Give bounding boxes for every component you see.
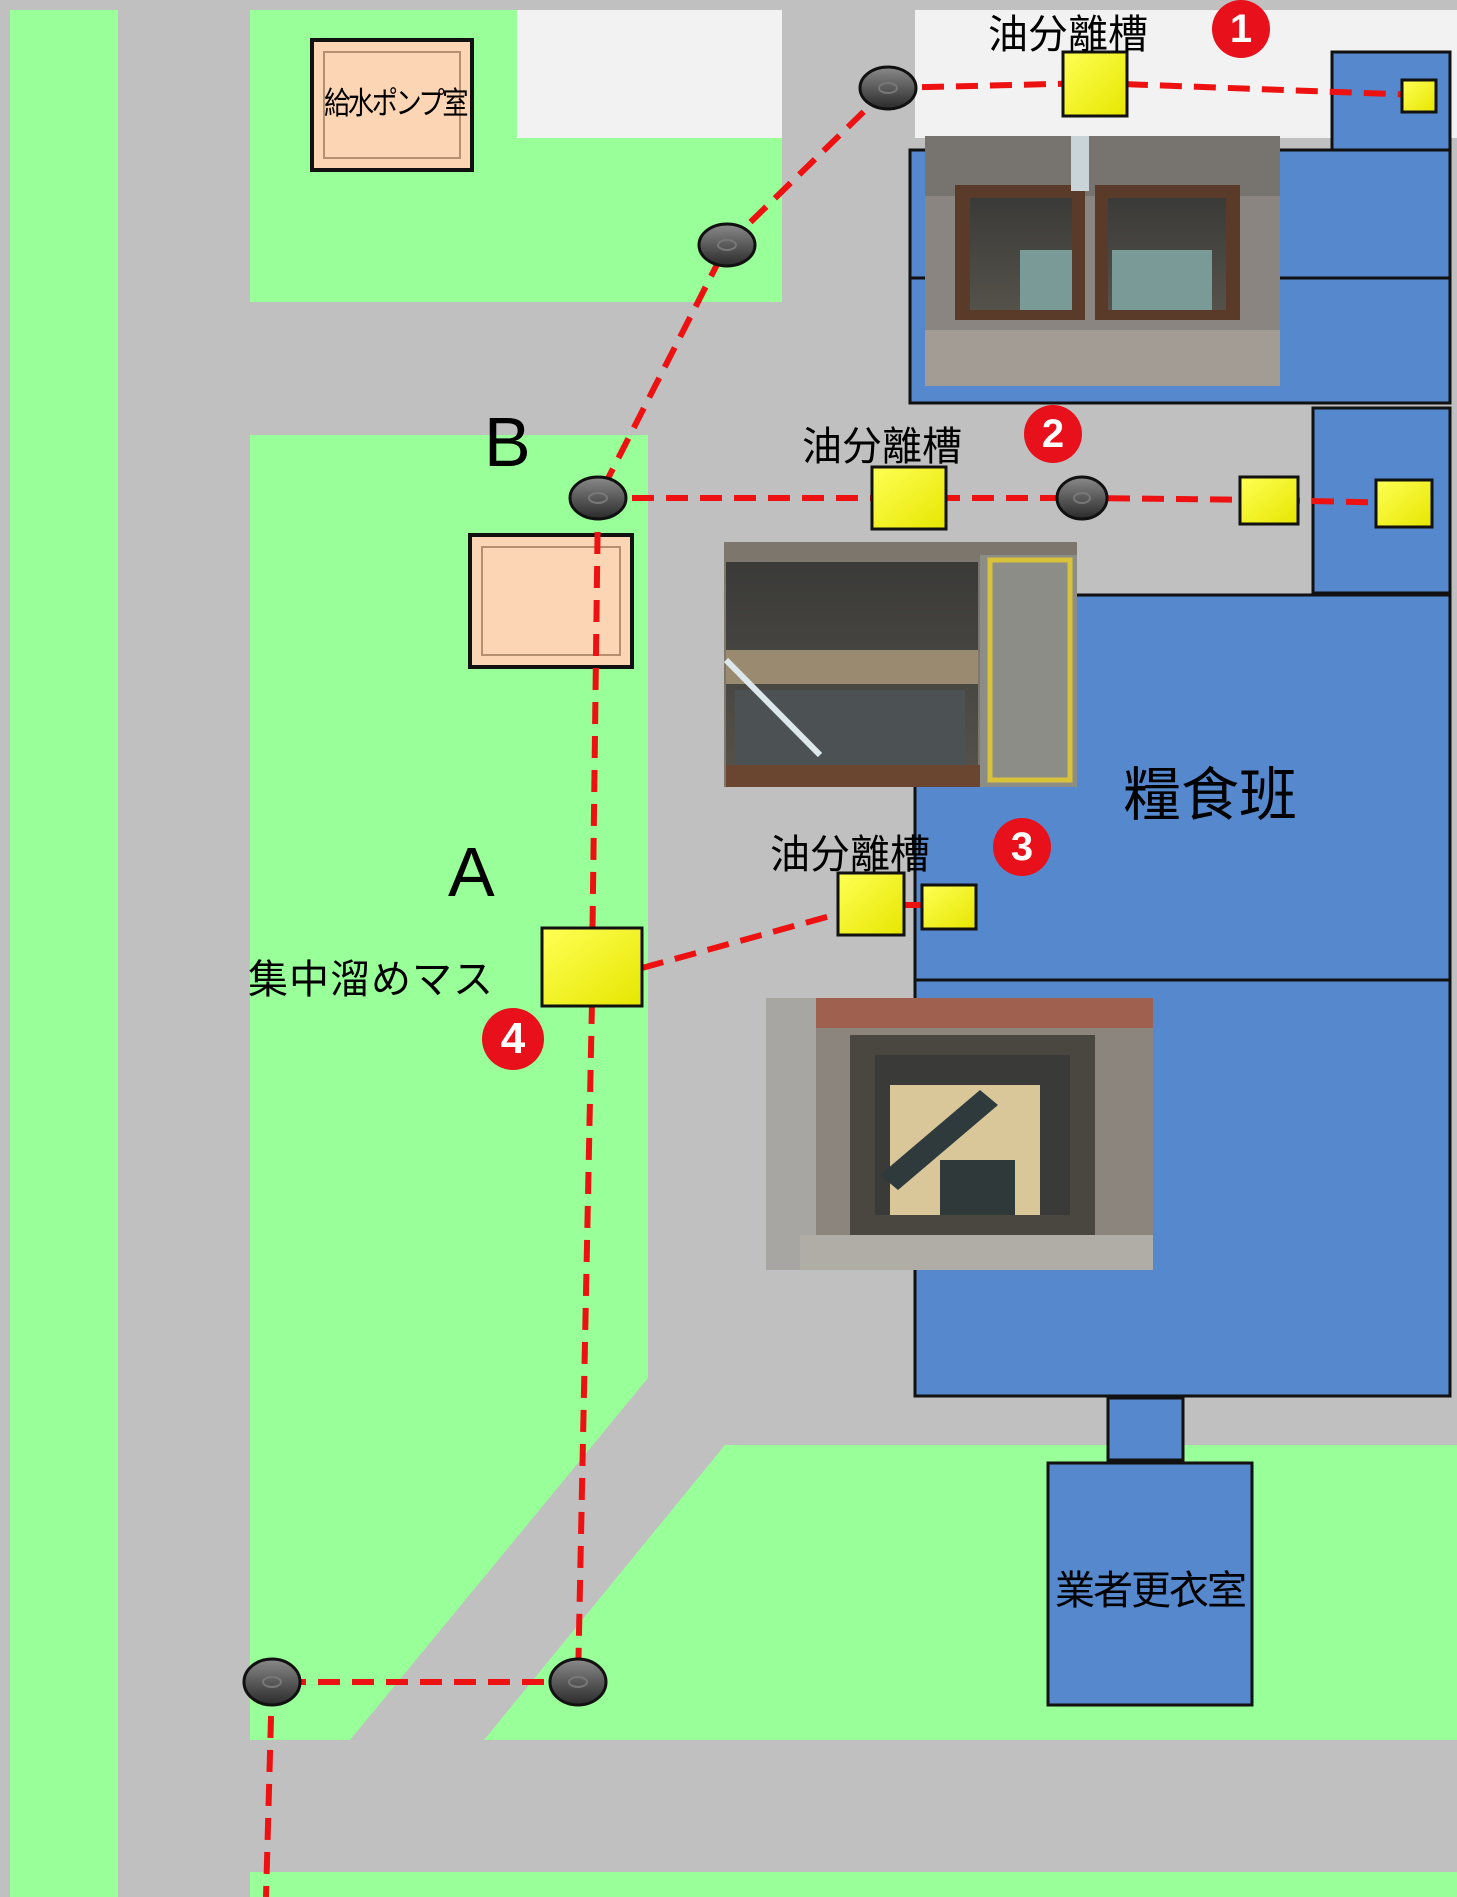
oil-separator-1-label: 油分離槽 xyxy=(988,12,1148,58)
manhole-b xyxy=(568,475,628,521)
oil-separator-3-basin xyxy=(836,871,906,937)
oil-separator-2-photo xyxy=(723,542,1077,787)
small-basin xyxy=(1400,78,1438,114)
oil-separator-2-label: 油分離槽 xyxy=(802,424,962,470)
grass-areas xyxy=(10,10,1457,1897)
equipment-box xyxy=(468,533,634,669)
oil-separator-1-photo xyxy=(925,136,1280,386)
pipe-line-outlet xyxy=(263,1681,275,1897)
locker-room-building xyxy=(1046,1461,1254,1707)
small-basin xyxy=(1374,478,1434,529)
collection-basin xyxy=(540,926,644,1008)
oil-separator-1-number-badge: 1 xyxy=(1212,0,1270,58)
catch-basins xyxy=(540,50,1438,1008)
collection-basin-label: 集中溜めマス xyxy=(248,957,494,1003)
pump-room-label: 給水ポンプ室 xyxy=(324,86,469,122)
oil-separator-3-number-badge: 3 xyxy=(993,818,1051,876)
manhole xyxy=(548,1657,608,1707)
locker-room-label: 業者更衣室 xyxy=(1055,1568,1247,1614)
oil-separator-2-number-badge: 2 xyxy=(1024,405,1082,463)
manhole xyxy=(1055,475,1109,521)
collection-basin-number-badge: 4 xyxy=(482,1008,544,1070)
point-a-label: A xyxy=(448,833,495,911)
small-basin xyxy=(920,883,978,931)
manhole xyxy=(858,65,918,111)
oil-separator-1-basin xyxy=(1061,50,1129,118)
manholes xyxy=(242,65,1109,1707)
grass-strip-bottom xyxy=(250,1872,1457,1897)
small-basin xyxy=(1238,475,1300,526)
pump-room xyxy=(310,38,474,172)
paved-white-area xyxy=(517,10,782,138)
pipe-line-3 xyxy=(641,902,958,971)
oil-separator-3-photo xyxy=(766,998,1153,1270)
pipe-line-main-lower xyxy=(575,1001,595,1683)
manhole xyxy=(697,222,757,268)
kitchen-building-label: 糧食班 xyxy=(1122,761,1297,829)
oil-separator-3-label: 油分離槽 xyxy=(770,832,930,878)
grass-block-middle xyxy=(250,435,648,1740)
pipe-line-main xyxy=(589,497,601,969)
locker-room-link xyxy=(1106,1396,1185,1462)
grass-strip-left xyxy=(10,10,118,1897)
oil-separator-2-basin xyxy=(870,465,948,531)
point-b-label: B xyxy=(484,403,531,481)
manhole xyxy=(242,1657,302,1707)
